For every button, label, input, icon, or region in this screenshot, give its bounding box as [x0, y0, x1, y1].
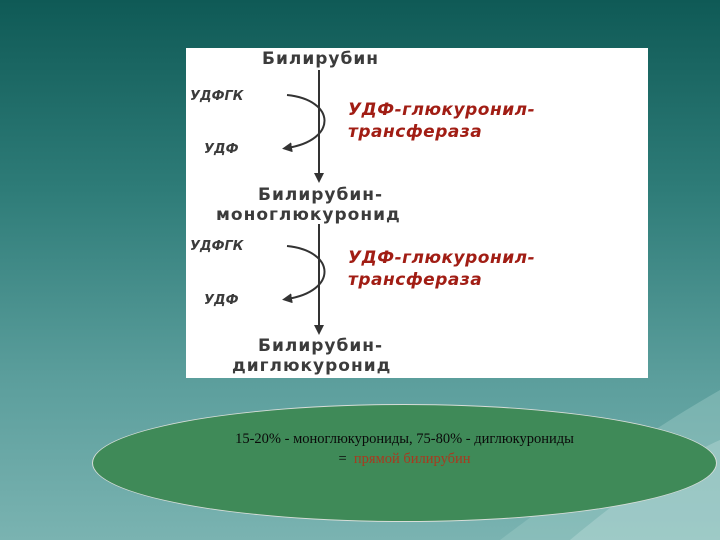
cofactor-curve-arrow-1 — [282, 94, 326, 153]
enzyme-name-2-line1: УДФ-глюкуронил- — [348, 248, 536, 268]
summary-line-1: 15-20% - моноглюкурониды, 75-80% - диглю… — [235, 431, 574, 447]
cofactor-udp-1: УДФ — [204, 142, 239, 157]
enzyme-name-2-line2: трансфераза — [348, 270, 483, 290]
product-monoglucuronide-line1: Билирубин- — [258, 185, 384, 205]
product-diglucuronide-line1: Билирубин- — [258, 336, 384, 356]
substrate-bilirubin: Билирубин — [262, 49, 380, 69]
summary-ellipse — [92, 404, 717, 522]
product-diglucuronide-line2: диглюкуронид — [232, 356, 392, 376]
cofactor-udpga-2: УДФГК — [190, 239, 244, 254]
product-monoglucuronide-line2: моноглюкуронид — [216, 205, 401, 225]
summary-text: 15-20% - моноглюкурониды, 75-80% - диглю… — [92, 429, 717, 469]
cofactor-udp-2: УДФ — [204, 293, 239, 308]
diagram-arrows — [282, 70, 326, 335]
enzyme-name-1-line2: трансфераза — [348, 122, 483, 142]
enzyme-name-1-line1: УДФ-глюкуронил- — [348, 100, 536, 120]
direct-bilirubin-label: прямой билирубин — [353, 451, 471, 467]
reaction-diagram: Билирубин УДФГК УДФ УДФ-глюкуронил- тран… — [186, 48, 648, 378]
cofactor-udpga-1: УДФГК — [190, 89, 244, 104]
equals-sign: = — [338, 451, 347, 467]
summary-line-2: = прямой билирубин — [92, 449, 717, 469]
cofactor-curve-arrow-2 — [282, 245, 326, 304]
